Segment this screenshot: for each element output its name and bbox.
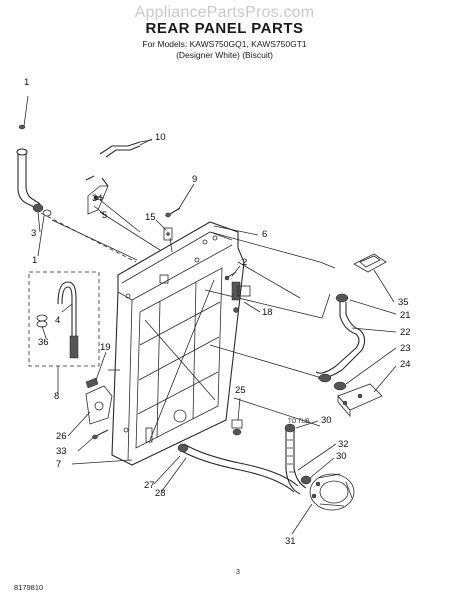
callout-10: 10 — [155, 132, 166, 143]
callout-8: 8 — [54, 391, 60, 402]
to-tub-label: TO TUB — [288, 419, 310, 425]
leader-dashes — [34, 199, 336, 427]
callout-33: 33 — [56, 446, 67, 457]
callout-35: 35 — [398, 297, 409, 308]
drain-pump-31 — [309, 473, 355, 511]
callout-28: 28 — [155, 488, 166, 499]
lower-hose-27-28 — [177, 443, 299, 493]
inlet-hose-kit — [28, 271, 100, 367]
callout-22: 22 — [400, 327, 411, 338]
callout-5: 5 — [102, 210, 108, 221]
callout-4: 4 — [55, 315, 61, 326]
callout-1-lower: 1 — [32, 255, 38, 266]
watermark: AppliancePartsPros.com — [134, 4, 315, 21]
callout-18: 18 — [262, 307, 273, 318]
hose-clamp-bracket — [85, 377, 113, 440]
inlet-hose-assembly — [16, 124, 52, 217]
callout-23: 23 — [400, 343, 411, 354]
callout-30-upper: 30 — [321, 415, 332, 426]
tub-hose-30-32 — [284, 423, 312, 495]
callout-34: 34 — [92, 193, 103, 204]
models-line: For Models: KAWS750GQ1, KAWS750GT1 — [142, 39, 307, 49]
water-valve — [224, 271, 251, 313]
rear-panel — [111, 221, 245, 466]
callout-1: 1 — [24, 77, 30, 88]
document-number: 8179810 — [14, 583, 44, 592]
callout-19: 19 — [100, 342, 111, 353]
callout-21: 21 — [400, 310, 411, 321]
colors-line: (Designer White) (Biscuit) — [176, 50, 273, 60]
pump-bracket-24 — [337, 383, 383, 418]
callout-27: 27 — [144, 480, 155, 491]
drain-hose-22 — [315, 302, 366, 391]
diagram-title: REAR PANEL PARTS — [145, 20, 304, 37]
fitting-25 — [231, 419, 243, 436]
hose-bracket-35 — [335, 253, 387, 303]
callout-31: 31 — [285, 536, 296, 547]
callout-24: 24 — [400, 359, 411, 370]
callout-25: 25 — [235, 385, 246, 396]
callout-7: 7 — [56, 459, 62, 470]
callout-32: 32 — [338, 439, 349, 450]
callout-2: 2 — [242, 257, 248, 268]
callout-30-lower: 30 — [336, 451, 347, 462]
callout-36: 36 — [38, 337, 49, 348]
leader-lines — [23, 95, 397, 535]
callout-3: 3 — [31, 228, 37, 239]
callout-26: 26 — [56, 431, 67, 442]
callout-6: 6 — [262, 229, 268, 240]
screw-9-clip-15 — [163, 207, 181, 241]
page-number: 3 — [236, 569, 240, 576]
callout-9: 9 — [192, 174, 198, 185]
callout-15: 15 — [145, 212, 156, 223]
